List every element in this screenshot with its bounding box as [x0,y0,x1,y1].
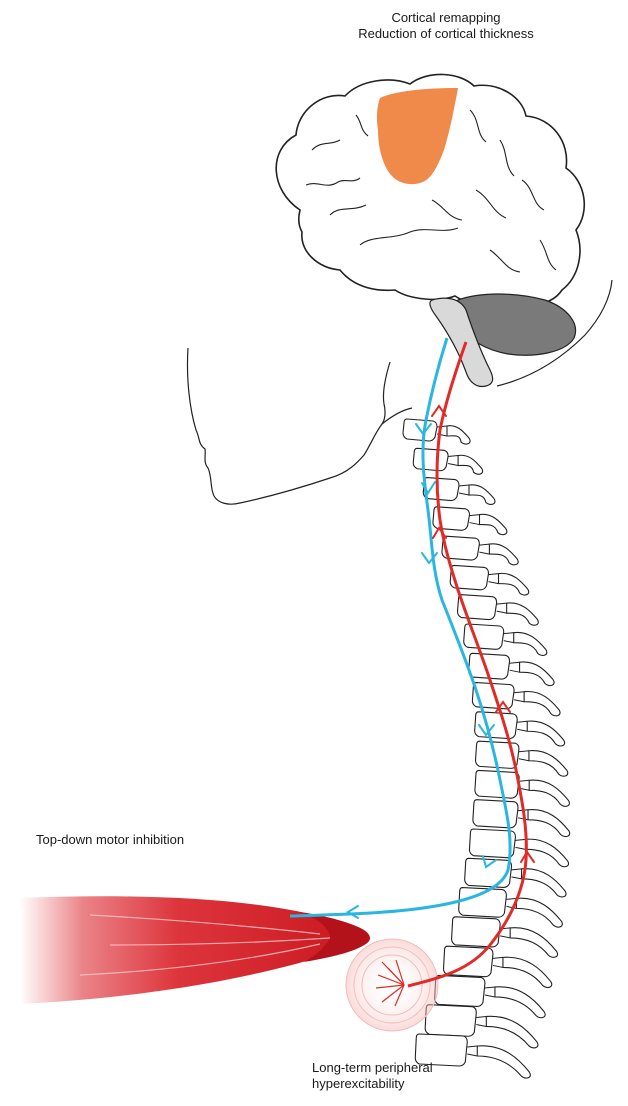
vertebra [442,536,518,565]
peripheral-label-line-2: hyperexcitability [312,1076,433,1092]
vertebra [472,683,560,716]
vertebra-pedicle [510,662,520,672]
vertebra-pedicle [493,957,503,967]
vertebra-body [475,712,518,739]
vertebra-body [465,858,512,887]
spinous-process [495,987,545,1018]
vertebra-body [413,448,448,470]
spinous-process [529,751,568,777]
vertebra-pedicle [519,751,529,761]
vertebra-pedicle [512,869,522,879]
vertebra-pedicle [514,692,524,702]
spinous-process [528,810,570,837]
vertebra-pedicle [448,456,458,466]
cortical-label-line-1: Cortical remapping [326,10,566,26]
vertebra-pedicle [485,987,495,997]
vertebra-pedicle [515,839,525,849]
vertebra-pedicle [476,1016,486,1026]
vertebra-body [425,1005,476,1037]
spinous-process [469,485,495,505]
motor-inhibition-label: Top-down motor inhibition [36,832,184,848]
peripheral-node [346,939,438,1031]
muscle-body [20,896,370,1004]
spinous-process [486,1016,538,1048]
vertebra-pedicle [517,721,527,731]
spinous-process [516,898,562,927]
vertebra-pedicle [504,633,514,643]
cortical-label: Cortical remapping Reduction of cortical… [326,10,566,42]
vertebra [433,507,507,535]
spinous-process [529,780,569,806]
face-outline [187,348,390,504]
spinous-process [525,839,568,867]
cortical-label-line-2: Reduction of cortical thickness [326,26,566,42]
spinous-process [527,721,564,746]
spinous-process [477,1046,530,1078]
spinous-process [524,691,560,715]
peripheral-label-line-1: Long-term peripheral [312,1060,433,1076]
vertebra-body [473,800,518,828]
vertebra-body [423,478,459,501]
vertebra-pedicle [488,574,498,584]
spinous-process [489,544,518,565]
spinous-process [503,957,552,987]
vertebra-pedicle [469,515,479,525]
vertebra [450,565,529,595]
peripheral-label: Long-term peripheral hyperexcitability [312,1060,433,1092]
vertebra [403,419,470,444]
spinous-process [522,869,567,897]
vertebra-pedicle [459,485,469,495]
vertebra-pedicle [467,1046,477,1056]
vertebra-body [435,975,485,1006]
spinous-process [514,632,547,655]
spinous-process [458,455,483,474]
vertebra-pedicle [497,603,507,613]
muscle [20,896,370,1004]
spinous-process [479,514,506,534]
vertebra-body [475,770,519,798]
spinous-process [520,662,555,686]
vertebra [423,478,495,505]
spinous-process [447,426,470,444]
vertebra-pedicle [479,544,489,554]
spinous-process [510,928,557,958]
vertebra-body [464,624,504,649]
spinous-process [507,603,539,625]
spinous-process [498,573,528,595]
